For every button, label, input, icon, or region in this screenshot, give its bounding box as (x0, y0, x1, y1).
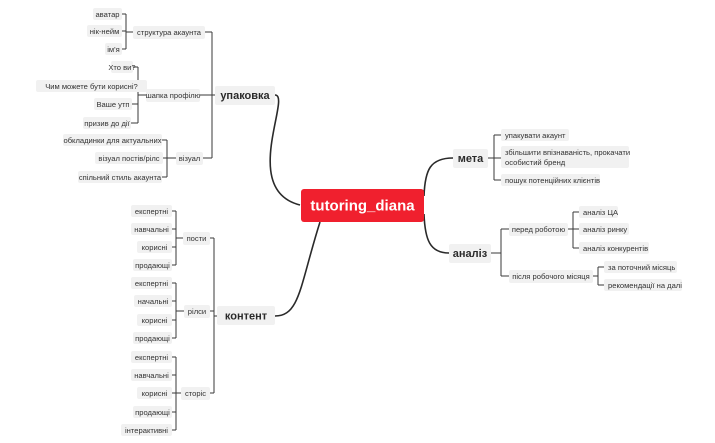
list-item[interactable]: продающі (135, 408, 170, 417)
node-posty-label: пости (187, 234, 207, 243)
list-item[interactable]: аналіз ЦА (583, 208, 619, 217)
list-item[interactable]: обкладинки для актуальних (63, 136, 161, 145)
list-item[interactable]: Хто ви? (108, 63, 135, 72)
node-meta[interactable]: мета (453, 149, 488, 168)
list-item[interactable]: продающі (135, 334, 170, 343)
pislia-items: за поточний місяць рекомендації на далі (604, 261, 682, 291)
node-rils-label: рілси (188, 307, 206, 316)
list-item[interactable]: експертні (135, 279, 168, 288)
list-item[interactable]: корисні (142, 316, 168, 325)
list-item[interactable]: начальні (138, 297, 169, 306)
node-vizual[interactable]: візуал (176, 152, 203, 165)
node-meta-label: мета (458, 153, 484, 165)
rils-items: експертні начальні корисні продающі (131, 277, 172, 344)
list-item[interactable]: нік-нейм (90, 27, 120, 36)
list-item[interactable]: інтерактивні (125, 426, 168, 435)
node-storis-label: сторіс (185, 389, 206, 398)
node-upakovka-label: упаковка (220, 90, 270, 102)
node-kontent[interactable]: контент (217, 306, 275, 325)
branch-upakovka (269, 94, 301, 206)
list-item[interactable]: Чим можете бути корисні? (45, 82, 138, 91)
struktura-items: аватар нік-нейм ім'я (87, 8, 122, 55)
list-item[interactable]: навчальні (134, 371, 169, 380)
storis-items: експертні навчальні корисні продающі інт… (121, 351, 172, 436)
list-item-continued: особистий бренд (505, 158, 566, 167)
list-item[interactable]: продающі (135, 261, 170, 270)
root-node[interactable]: tutoring_diana (301, 189, 424, 222)
branch-analiz (423, 213, 450, 254)
list-item[interactable]: рекомендації на далі (608, 281, 682, 290)
pered-items: аналіз ЦА аналіз ринку аналіз конкуренті… (579, 206, 649, 254)
node-pered[interactable]: перед роботою (509, 223, 568, 236)
list-item[interactable]: упакувати акаунт (505, 131, 566, 140)
list-item[interactable]: експертні (135, 207, 168, 216)
list-item[interactable]: навчальні (134, 225, 169, 234)
analiz-connectors (491, 211, 604, 286)
upakovka-connectors (122, 13, 240, 178)
list-item[interactable]: аналіз ринку (583, 225, 627, 234)
branch-meta (423, 157, 454, 197)
list-item[interactable]: аватар (95, 10, 119, 19)
list-item[interactable]: ім'я (107, 45, 119, 54)
shapka-items: Хто ви? Чим можете бути корисні? Ваше ут… (36, 61, 147, 129)
node-pislia-label: після робочого місяця (512, 272, 590, 281)
node-struktura[interactable]: структура акаунта (133, 26, 205, 39)
list-item[interactable]: корисні (142, 389, 168, 398)
meta-items: упакувати акаунт збільшити впізнаваність… (501, 129, 630, 186)
posty-items: експертні навчальні корисні продающі (131, 205, 172, 271)
node-kontent-label: контент (225, 311, 268, 323)
list-item[interactable]: збільшити впізнаваність, прокачати (505, 148, 630, 157)
list-item[interactable]: Ваше утп (96, 100, 129, 109)
node-analiz-label: аналіз (453, 248, 488, 260)
vizual-items: обкладинки для актуальних візуал постів/… (63, 134, 163, 183)
node-pislia[interactable]: після робочого місяця (509, 270, 593, 283)
list-item[interactable]: пошук потенційних клієнтів (505, 176, 600, 185)
node-upakovka[interactable]: упаковка (215, 86, 275, 105)
node-storis[interactable]: сторіс (181, 387, 210, 400)
list-item[interactable]: корисні (142, 243, 168, 252)
branch-kontent (274, 221, 321, 317)
node-rils[interactable]: рілси (184, 305, 210, 318)
list-item[interactable]: призив до дії (84, 119, 130, 128)
list-item[interactable]: спільний стиль акаунта (79, 173, 162, 182)
node-shapka-label: шапка профілю (146, 91, 201, 100)
root-label: tutoring_diana (310, 198, 415, 215)
node-posty[interactable]: пости (183, 232, 210, 245)
main-branches (269, 94, 454, 317)
list-item[interactable]: аналіз конкурентів (583, 244, 648, 253)
node-shapka[interactable]: шапка профілю (146, 89, 201, 102)
list-item[interactable]: експертні (135, 353, 168, 362)
node-analiz[interactable]: аналіз (449, 244, 491, 263)
list-item[interactable]: за поточний місяць (608, 263, 675, 272)
list-item[interactable]: візуал постів/рілс (98, 154, 159, 163)
node-struktura-label: структура акаунта (137, 28, 202, 37)
meta-connectors (488, 134, 501, 181)
node-vizual-label: візуал (179, 154, 200, 163)
kontent-connectors (172, 210, 217, 431)
node-pered-label: перед роботою (512, 225, 566, 234)
